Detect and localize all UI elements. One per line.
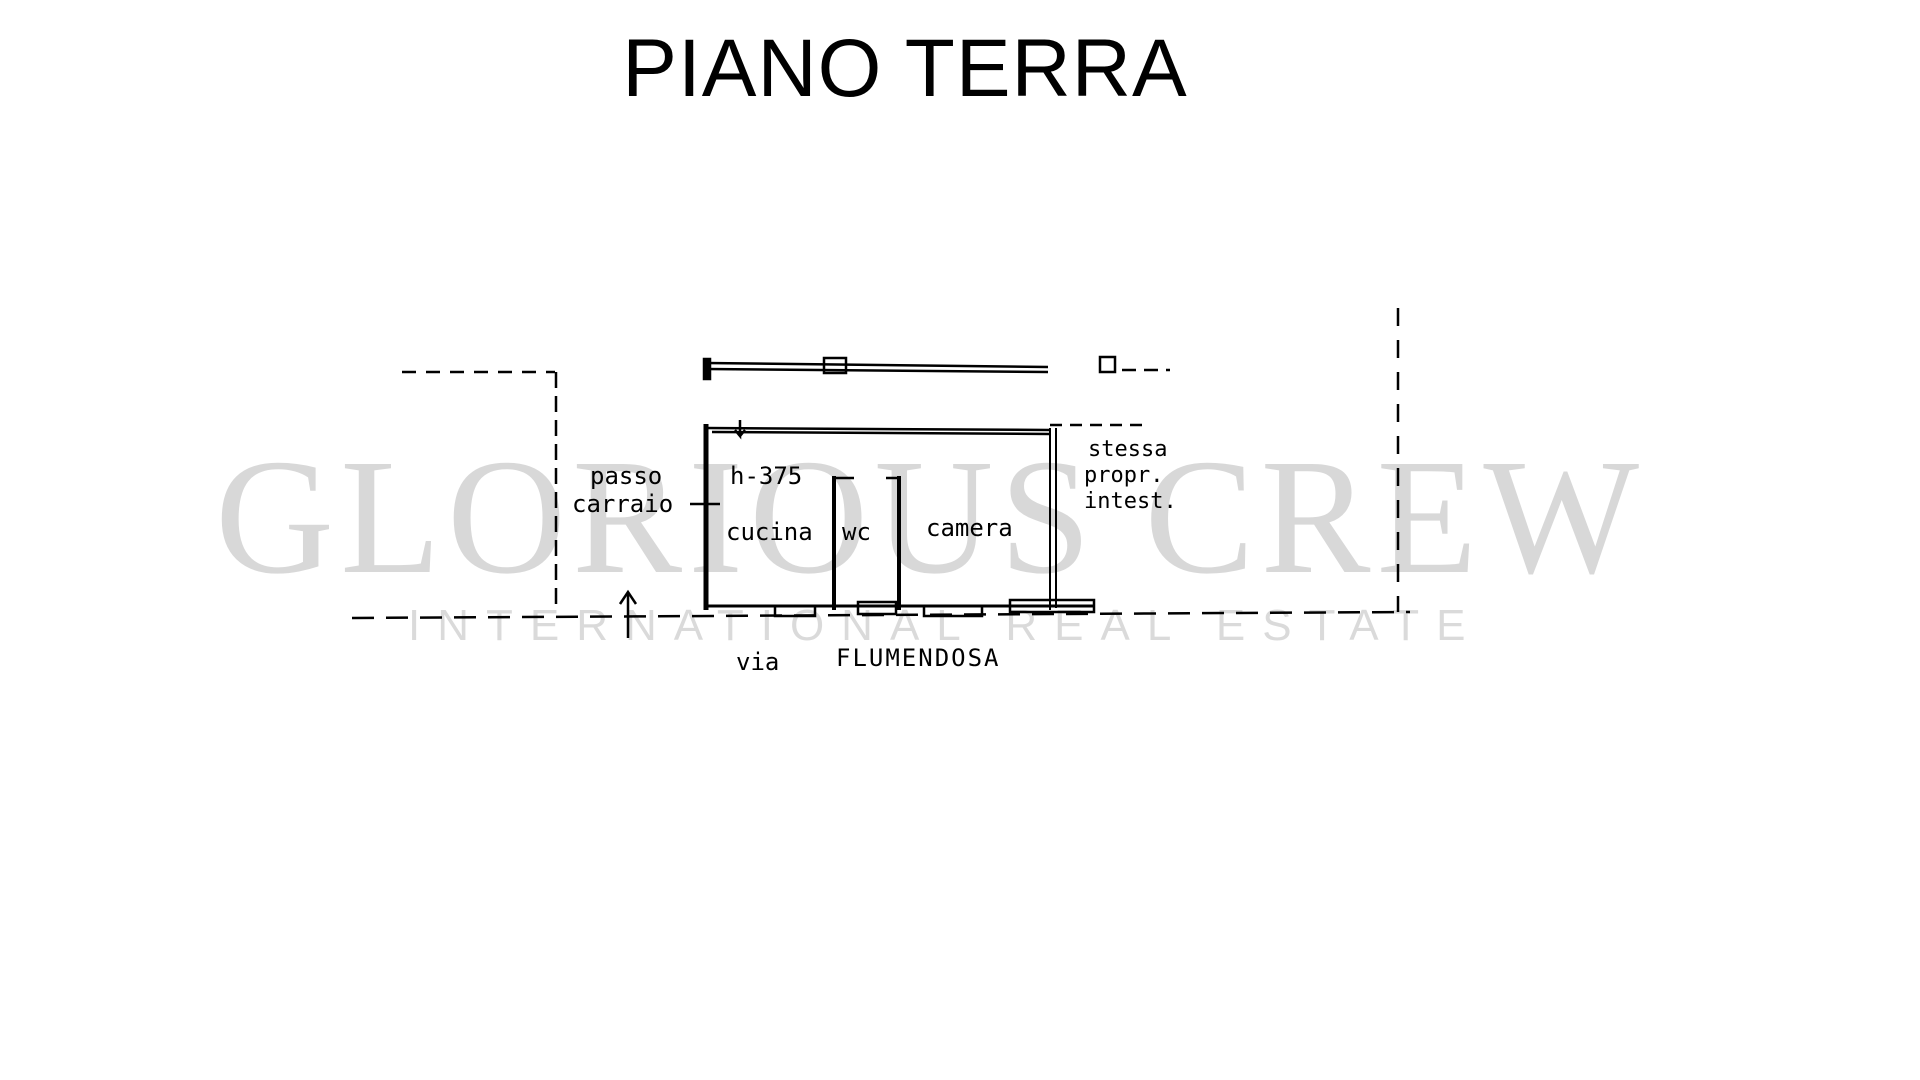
label-passo: passo xyxy=(590,462,662,490)
label-propr: propr. xyxy=(1084,463,1163,488)
rear-wall-block xyxy=(822,356,848,375)
front-opening-2 xyxy=(856,600,898,616)
watermark-tagline: International Real Estate xyxy=(408,601,1483,650)
label-street: FLUMENDOSA xyxy=(836,644,1001,672)
label-stessa: stessa xyxy=(1088,437,1167,462)
label-height: h-375 xyxy=(730,462,802,490)
plan-linework xyxy=(351,308,1411,638)
label-camera: camera xyxy=(926,514,1013,542)
building-rear-wall-inner xyxy=(711,430,1051,436)
watermark: GLORIOUS CREW International Real Estate xyxy=(215,425,1645,650)
label-wc: wc xyxy=(842,518,871,546)
label-via: via xyxy=(736,648,779,676)
front-opening-4 xyxy=(1008,598,1096,614)
label-intest: intest. xyxy=(1084,489,1177,514)
access-arrow-head xyxy=(618,589,638,605)
watermark-logo: GLORIOUS CREW xyxy=(215,425,1645,608)
page-title: PIANO TERRA xyxy=(622,23,1188,114)
front-opening-3 xyxy=(922,604,984,618)
label-cucina: cucina xyxy=(726,518,813,546)
rear-wall-line-2 xyxy=(705,367,1049,374)
rear-square xyxy=(1098,355,1117,374)
front-opening-1 xyxy=(773,604,817,618)
building-rear-wall xyxy=(705,426,1051,432)
rear-wall-line xyxy=(705,361,1049,369)
small-arrow xyxy=(734,420,746,440)
label-carraio: carraio xyxy=(572,490,673,518)
